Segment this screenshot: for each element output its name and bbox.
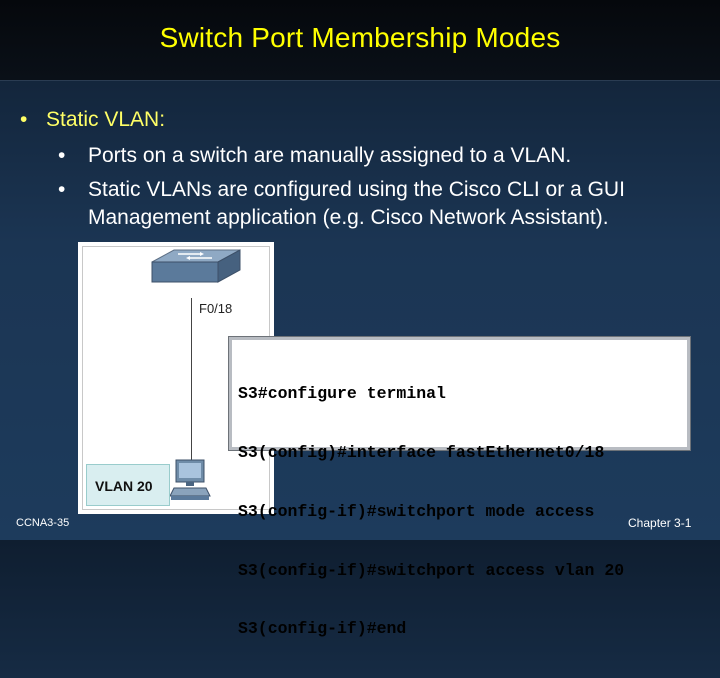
sub-bullet-marker: • [58, 144, 66, 167]
sub-bullet-text: Ports on a switch are manually assigned … [88, 144, 572, 167]
title-bar: Switch Port Membership Modes [0, 0, 720, 81]
cli-line: S3#configure terminal [238, 384, 446, 404]
sub-bullet-marker: • [58, 178, 66, 201]
cli-line: S3(config-if)#switchport mode access [238, 501, 595, 521]
vlan-box [86, 464, 170, 506]
bullet-static-vlan: • Static VLAN: [20, 108, 165, 132]
link-line [191, 298, 192, 464]
pc-icon [170, 459, 211, 500]
cli-line: S3(config)#interface fastEthernet0/18 [238, 442, 605, 462]
sub-bullet-config: • Static VLANs are configured using the C… [58, 176, 625, 232]
slide-title: Switch Port Membership Modes [159, 22, 561, 53]
vlan-label: VLAN 20 [95, 478, 153, 494]
switch-icon [151, 249, 241, 283]
cli-lines: S3#configure terminal S3(config)#interfa… [238, 345, 624, 678]
footer-course-id: CCNA3-35 [16, 517, 70, 529]
bullet-marker: • [20, 108, 28, 131]
bullet-text: Static VLAN: [46, 108, 166, 131]
footer-chapter: Chapter 3-1 [628, 516, 692, 530]
cli-output-box: S3#configure terminal S3(config)#interfa… [229, 337, 690, 638]
cli-line: S3(config-if)#end [238, 619, 407, 639]
cli-line: S3(config-if)#switchport access vlan 20 [238, 560, 625, 580]
sub-bullet-ports: • Ports on a switch are manually assigned… [58, 142, 571, 170]
sub-bullet-continuation: Management application (e.g. Cisco Netwo… [88, 206, 609, 229]
sub-bullet-text: Static VLANs are configured using the Ci… [88, 178, 625, 201]
port-label: F0/18 [199, 301, 233, 316]
